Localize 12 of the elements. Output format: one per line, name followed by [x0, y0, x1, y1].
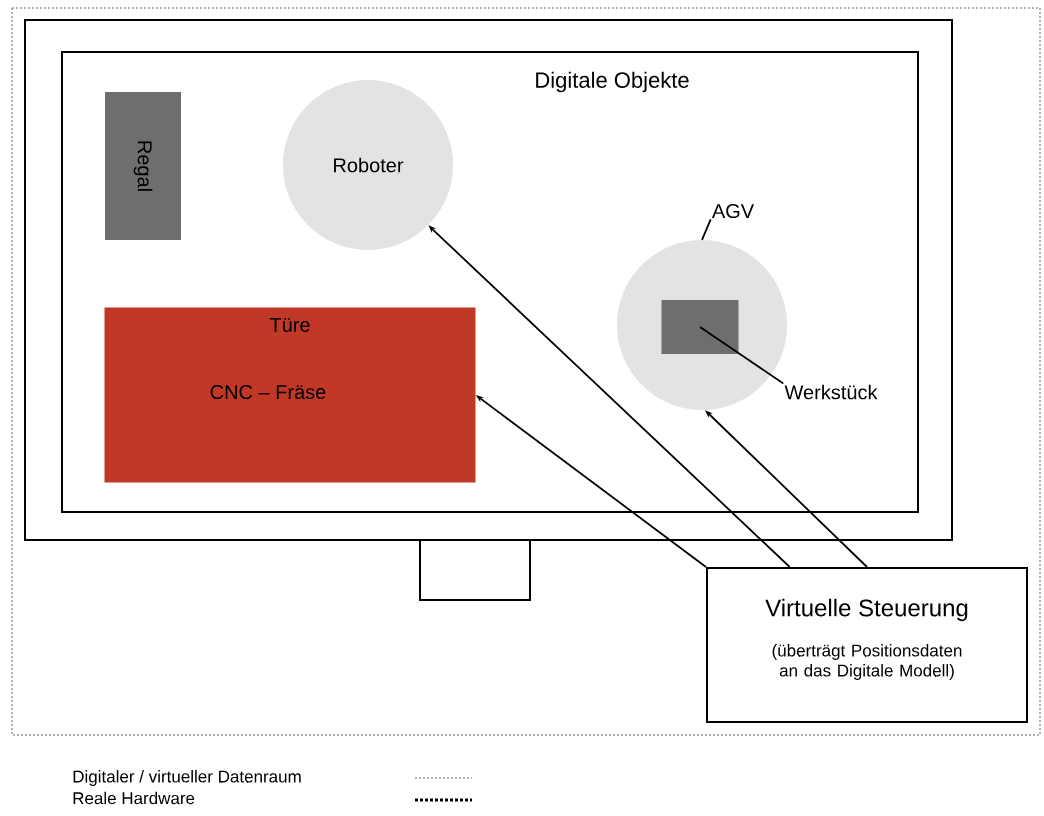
leader-line — [699, 326, 785, 385]
controller-box: Virtuelle Steuerung (überträgt Positionsdaten an das Digitale Modell) — [706, 567, 1028, 723]
arrow — [705, 410, 868, 568]
arrow — [428, 225, 791, 568]
legend-label: Digitaler / virtueller Datenraum — [73, 770, 301, 786]
leader-line — [701, 218, 712, 241]
callout-label: AGV — [711, 203, 755, 219]
callout-label: Werkstück — [784, 384, 878, 400]
legend-label: Reale Hardware — [73, 791, 195, 805]
workpiece-box — [661, 300, 739, 354]
machine-box: Türe CNC – Fräse — [104, 307, 476, 483]
shelf-box: Regal — [105, 92, 181, 240]
